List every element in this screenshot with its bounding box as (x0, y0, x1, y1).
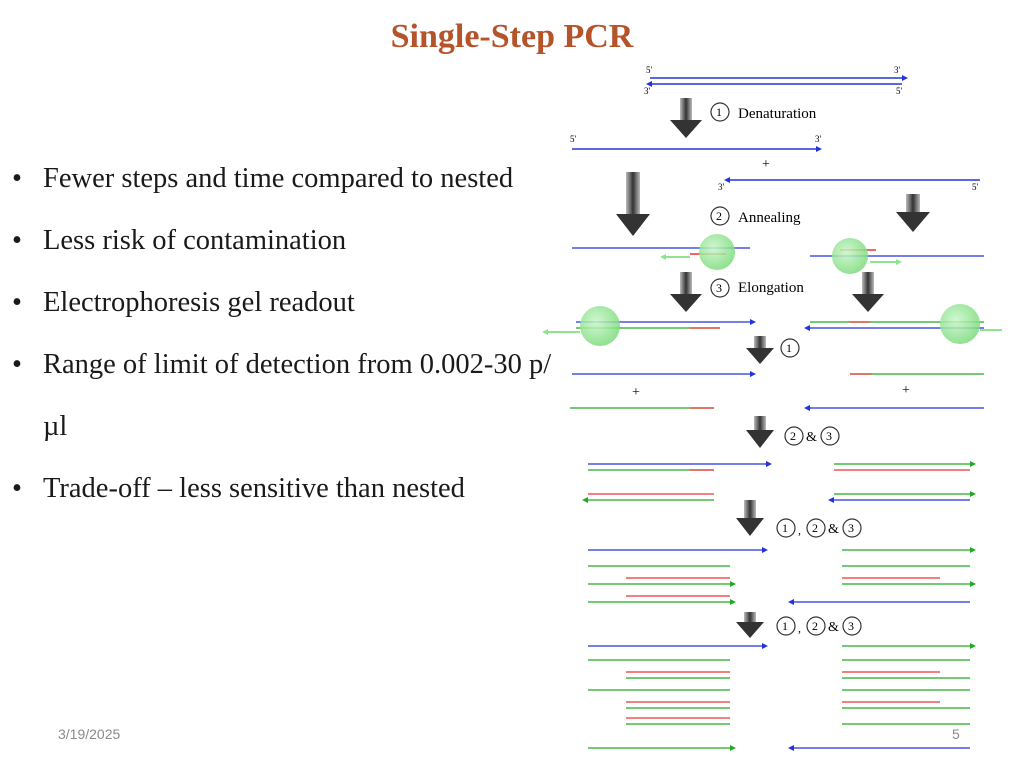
polymerase-blob (580, 306, 620, 346)
plus-sign: + (762, 157, 770, 172)
step-number-icon (820, 426, 840, 446)
step-number: 1 (782, 521, 788, 535)
step-number: 1 (786, 341, 792, 355)
elongated-strands (542, 304, 1002, 346)
cycle1-strands: + + (570, 371, 984, 411)
step-number-icon (776, 616, 796, 636)
step-number: 1 (716, 105, 722, 119)
down-arrow-icon (670, 98, 702, 138)
step-number-icon (710, 278, 730, 298)
step-label-annealing: Annealing (738, 210, 801, 226)
polymerase-blob (940, 304, 980, 344)
step-number: 2 (790, 429, 796, 443)
step-number-icon (842, 616, 862, 636)
end-label: 5' (896, 86, 903, 96)
end-label: 3' (644, 86, 651, 96)
step-number-icon (842, 518, 862, 538)
end-label: 3' (718, 182, 725, 192)
slide-page-number: 5 (952, 726, 960, 742)
step-number: 2 (812, 619, 818, 633)
bullet-item: Trade-off – less sensitive than nested (8, 458, 568, 520)
cycle2-strands (582, 461, 976, 503)
bullet-item: Less risk of contamination (8, 210, 568, 272)
down-arrow-icon (746, 416, 774, 448)
step-number: 2 (716, 209, 722, 223)
step-number-icon (710, 206, 730, 226)
step-number-icon (776, 518, 796, 538)
down-arrow-icon (852, 272, 884, 312)
cycle4-strands (588, 643, 976, 751)
bullet-item: Range of limit of detection from 0.002-3… (8, 334, 568, 458)
end-label: 5' (972, 182, 979, 192)
down-arrow-icon (670, 272, 702, 312)
step-number: 2 (812, 521, 818, 535)
cycle3-strands (588, 547, 976, 605)
separated-strands: 5' 3' + 3' 5' (570, 134, 980, 192)
pcr-diagram: 5' 3' 3' 5' 1 Denaturation 5' 3' + 3' 5'… (542, 65, 1002, 751)
step-number-icon (710, 102, 730, 122)
end-label: 3' (815, 134, 822, 144)
down-arrow-icon (896, 194, 930, 232)
polymerase-blob (832, 238, 868, 274)
down-arrow-icon (746, 336, 774, 364)
plus-sign: + (632, 385, 640, 400)
end-label: 5' (570, 134, 577, 144)
bullet-item: Fewer steps and time compared to nested (8, 148, 568, 210)
down-arrow-icon (736, 500, 764, 536)
step-separator: , (798, 523, 801, 537)
step-number: 3 (716, 281, 722, 295)
plus-sign: + (902, 383, 910, 398)
down-arrow-icon (736, 612, 764, 638)
bullet-list: Fewer steps and time compared to nested … (8, 148, 568, 520)
slide-title: Single-Step PCR (390, 18, 634, 55)
end-label: 5' (646, 65, 653, 75)
step-number-icon (784, 426, 804, 446)
annealed-strands (572, 234, 984, 274)
step-number-icon (806, 518, 826, 538)
step-number: 1 (782, 619, 788, 633)
bullet-item: Electrophoresis gel readout (8, 272, 568, 334)
step-number: 3 (826, 429, 832, 443)
slide-date: 3/19/2025 (58, 726, 121, 742)
end-label: 3' (894, 65, 901, 75)
step-number: 3 (848, 619, 854, 633)
step-separator: & (828, 620, 839, 635)
step-separator: & (828, 522, 839, 537)
step-separator: & (806, 430, 817, 445)
polymerase-blob (699, 234, 735, 270)
initial-dsdna: 5' 3' 3' 5' (644, 65, 908, 96)
step-number: 3 (848, 521, 854, 535)
down-arrow-icon (616, 172, 650, 236)
step-number-icon (806, 616, 826, 636)
step-label-denaturation: Denaturation (738, 106, 817, 122)
step-number-icon (780, 338, 800, 358)
step-label-elongation: Elongation (738, 280, 804, 296)
step-separator: , (798, 621, 801, 635)
